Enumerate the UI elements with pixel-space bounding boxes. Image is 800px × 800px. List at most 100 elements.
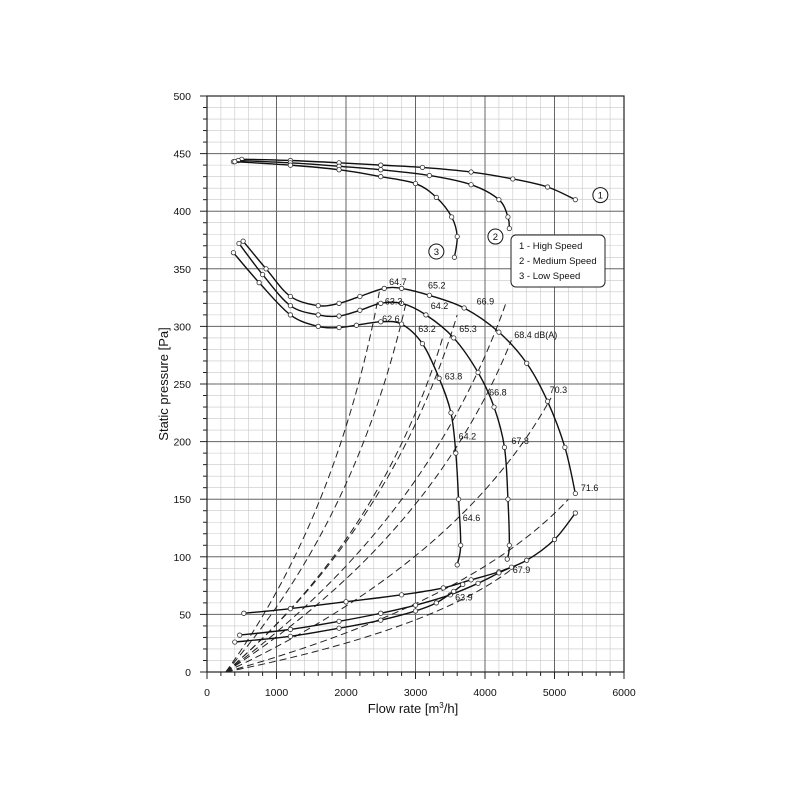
- data-point: [544, 184, 551, 190]
- data-point: [336, 167, 342, 173]
- system-curves: [225, 291, 569, 673]
- data-point: [454, 562, 460, 568]
- noise-level-label: 63.8: [445, 371, 463, 381]
- noise-level-label: 67.8: [511, 436, 529, 446]
- data-point: [287, 312, 293, 318]
- noise-level-label: 64.2: [459, 431, 477, 441]
- data-point: [287, 633, 293, 639]
- data-point: [287, 606, 293, 612]
- legend: 1 - High Speed 2 - Medium Speed 3 - Low …: [510, 234, 606, 288]
- y-tick-label: 500: [173, 91, 191, 103]
- noise-level-label: 70.3: [550, 385, 568, 395]
- data-point: [336, 300, 342, 306]
- data-point: [287, 303, 293, 309]
- noise-level-label: 63.2: [418, 324, 436, 334]
- noise-level-label: 68.4 dB(A): [514, 330, 557, 340]
- data-point: [315, 303, 321, 309]
- y-tick-label: 50: [179, 609, 191, 621]
- y-tick-label: 200: [173, 437, 191, 449]
- system-curve: [225, 340, 512, 673]
- y-tick-label: 150: [173, 494, 191, 506]
- noise-level-label: 65.2: [428, 280, 446, 290]
- y-tick-label: 0: [185, 667, 191, 679]
- system-curve: [225, 397, 552, 673]
- data-point: [315, 323, 321, 329]
- data-point: [232, 639, 238, 645]
- x-tick-label: 4000: [473, 687, 497, 699]
- data-point: [468, 182, 474, 188]
- system-curve: [225, 300, 407, 673]
- data-point: [451, 588, 457, 594]
- noise-level-label: 64.6: [463, 513, 481, 523]
- noise-level-label: 66.8: [489, 388, 507, 398]
- data-point: [436, 375, 442, 381]
- data-point: [455, 496, 462, 502]
- data-point: [504, 556, 510, 562]
- curve-marker-circle: [487, 228, 504, 245]
- data-point: [524, 557, 530, 563]
- data-point: [510, 176, 516, 182]
- fan-curves: [230, 156, 578, 645]
- curve-marker-label: 3: [434, 247, 439, 258]
- data-point: [378, 167, 384, 173]
- data-point: [236, 240, 242, 247]
- data-point: [475, 580, 481, 586]
- data-point: [496, 329, 502, 335]
- data-point: [505, 496, 511, 502]
- noise-level-label: 66.9: [477, 297, 495, 307]
- data-point: [378, 300, 384, 306]
- noise-level-label: 71.6: [581, 483, 599, 493]
- data-point: [398, 321, 405, 327]
- data-point: [501, 444, 508, 450]
- data-point: [449, 214, 455, 220]
- y-tick-label: 450: [173, 149, 191, 161]
- noise-level-label: 63.9: [455, 593, 473, 603]
- data-point: [505, 214, 511, 220]
- x-tick-label: 3000: [404, 687, 428, 699]
- data-point: [240, 238, 246, 244]
- data-point: [426, 172, 432, 179]
- data-point: [287, 626, 293, 632]
- curve-marker-circle: [428, 243, 445, 260]
- data-point: [357, 307, 363, 313]
- data-point: [232, 159, 238, 165]
- noise-level-label: 67.9: [513, 565, 531, 575]
- data-point: [241, 610, 247, 616]
- y-axis-title: Static pressure [Pa]: [156, 327, 171, 440]
- data-point: [562, 444, 568, 450]
- data-point: [357, 293, 363, 300]
- y-tick-label: 100: [173, 552, 191, 564]
- data-point: [343, 599, 349, 605]
- data-point: [426, 292, 432, 298]
- data-point: [378, 319, 384, 325]
- data-point: [496, 197, 502, 203]
- fan-curve-line: [233, 158, 576, 201]
- y-tick-label: 400: [173, 206, 191, 218]
- fan-curve-line: [238, 243, 511, 560]
- legend-entry-3: 3 - Low Speed: [519, 271, 580, 282]
- data-point: [336, 618, 342, 624]
- data-point: [398, 592, 405, 598]
- curve-marker-label: 2: [493, 232, 498, 243]
- data-point: [378, 610, 384, 616]
- legend-entry-2: 2 - Medium Speed: [519, 256, 597, 267]
- data-point: [423, 312, 429, 318]
- fan-curve-line: [234, 583, 464, 643]
- data-point: [451, 335, 457, 341]
- noise-level-label: 65.3: [459, 324, 477, 334]
- fan-curve-line: [232, 252, 462, 566]
- data-point: [287, 162, 293, 168]
- data-point: [524, 360, 530, 366]
- data-point: [398, 285, 405, 291]
- fan-curve-line: [243, 512, 576, 614]
- data-point: [508, 564, 515, 570]
- y-tick-label: 250: [173, 379, 191, 391]
- data-point: [468, 577, 474, 583]
- data-point: [336, 313, 342, 319]
- data-point: [336, 324, 342, 331]
- legend-entry-1: 1 - High Speed: [519, 241, 582, 252]
- data-point: [453, 450, 459, 456]
